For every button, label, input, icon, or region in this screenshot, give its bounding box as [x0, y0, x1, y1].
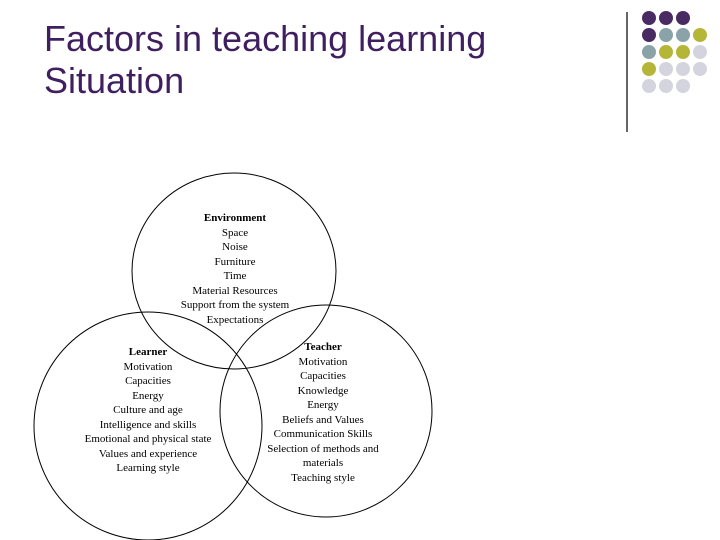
decor-dot — [676, 62, 690, 76]
learner-item: Intelligence and skills — [99, 418, 197, 431]
learner-item: Capacities — [125, 375, 171, 387]
teacher-item: Communication Skills — [273, 428, 373, 440]
learner-heading: Learner — [128, 346, 168, 358]
slide-title: Factors in teaching learning Situation — [44, 18, 604, 102]
decor-dot — [659, 79, 673, 93]
decor-dot — [676, 11, 690, 25]
decor-dot — [642, 79, 656, 93]
teacher-item: Beliefs and Values — [282, 413, 364, 426]
decor-dot — [693, 28, 707, 42]
learner-item: Learning style — [116, 462, 180, 474]
environment-item: Time — [223, 270, 247, 282]
environment-item: Furniture — [214, 255, 256, 268]
learner-item: Emotional and physical state — [84, 433, 212, 445]
decor-dot-grid — [642, 11, 707, 93]
teacher-item: Selection of methods and — [267, 442, 379, 455]
decor-dot — [676, 79, 690, 93]
environment-item: Support from the system — [180, 299, 290, 311]
title-line-1: Factors in teaching learning — [44, 18, 487, 59]
teacher-item: Motivation — [298, 355, 348, 368]
decor-dot — [659, 45, 673, 59]
learner-item: Motivation — [123, 360, 173, 373]
environment-circle — [131, 172, 337, 370]
decor-dot — [642, 45, 656, 59]
decor-dot — [659, 11, 673, 25]
teacher-text: Teacher Motivation Capacities Knowledge … — [248, 340, 398, 485]
decor-dot — [642, 11, 656, 25]
learner-circle — [33, 311, 263, 540]
learner-item: Culture and age — [113, 404, 183, 416]
decor-dot — [659, 28, 673, 42]
teacher-item: Teaching style — [291, 471, 355, 484]
environment-item: Noise — [222, 241, 248, 253]
environment-item: Material Resources — [192, 284, 278, 297]
decor-divider-line — [626, 12, 628, 132]
teacher-item: Knowledge — [297, 384, 349, 397]
environment-item: Expectations — [206, 313, 264, 326]
environment-text: Environment Space Noise Furniture Time M… — [135, 211, 335, 327]
decor-dot — [642, 28, 656, 42]
teacher-item: Energy — [307, 399, 339, 411]
learner-text: Learner Motivation Capacities Energy Cul… — [68, 345, 228, 476]
decor-dot — [659, 62, 673, 76]
environment-item: Space — [221, 226, 249, 239]
decor-dot — [642, 62, 656, 76]
learner-item: Energy — [132, 389, 164, 402]
title-line-2: Situation — [44, 60, 185, 101]
teacher-circle — [219, 304, 433, 518]
decor-dot — [693, 45, 707, 59]
decor-dot — [693, 62, 707, 76]
teacher-item: Capacities — [300, 370, 346, 382]
teacher-heading: Teacher — [304, 341, 342, 353]
decor-dot — [676, 28, 690, 42]
environment-heading: Environment — [203, 212, 267, 224]
teacher-item: materials — [302, 457, 344, 469]
decor-dot — [676, 45, 690, 59]
learner-item: Values and experience — [98, 447, 198, 460]
